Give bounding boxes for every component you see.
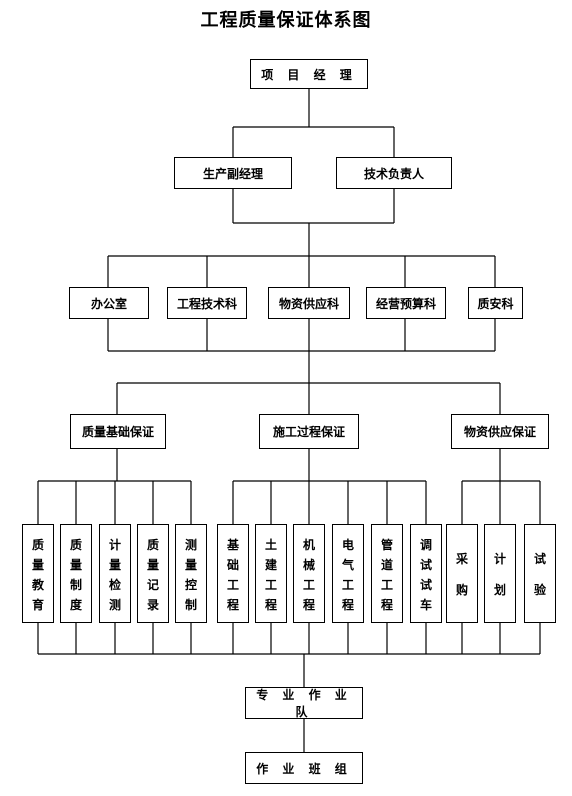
quality-education-box: 质量教育 (22, 524, 54, 623)
budget-dept-box: 经营预算科 (366, 287, 446, 319)
quality-safety-dept-box: 质安科 (468, 287, 523, 319)
project-manager-box: 项 目 经 理 (250, 59, 368, 89)
measurement-detection-box: 计量检测 (99, 524, 131, 623)
work-group-box: 作 业 班 组 (245, 752, 363, 784)
quality-system-box: 质量制度 (60, 524, 92, 623)
material-supply-guarantee-box: 物资供应保证 (451, 414, 549, 449)
electrical-works-box: 电气工程 (332, 524, 364, 623)
material-supply-dept-box: 物资供应科 (268, 287, 350, 319)
quality-basis-guarantee-box: 质量基础保证 (70, 414, 166, 449)
foundation-works-box: 基础工程 (217, 524, 249, 623)
deputy-production-manager-box: 生产副经理 (174, 157, 292, 189)
testing-box: 试验 (524, 524, 556, 623)
quality-record-box: 质量记录 (137, 524, 169, 623)
purchasing-box: 采购 (446, 524, 478, 623)
engineering-tech-dept-box: 工程技术科 (167, 287, 247, 319)
diagram-title: 工程质量保证体系图 (200, 10, 372, 31)
survey-control-box: 测量控制 (175, 524, 207, 623)
civil-works-box: 土建工程 (255, 524, 287, 623)
pipeline-works-box: 管道工程 (371, 524, 403, 623)
technical-director-box: 技术负责人 (336, 157, 452, 189)
mechanical-works-box: 机械工程 (293, 524, 325, 623)
construction-process-guarantee-box: 施工过程保证 (259, 414, 359, 449)
office-box: 办公室 (69, 287, 149, 319)
commissioning-box: 调试试车 (410, 524, 442, 623)
planning-box: 计划 (484, 524, 516, 623)
professional-team-box: 专 业 作 业 队 (245, 687, 363, 719)
